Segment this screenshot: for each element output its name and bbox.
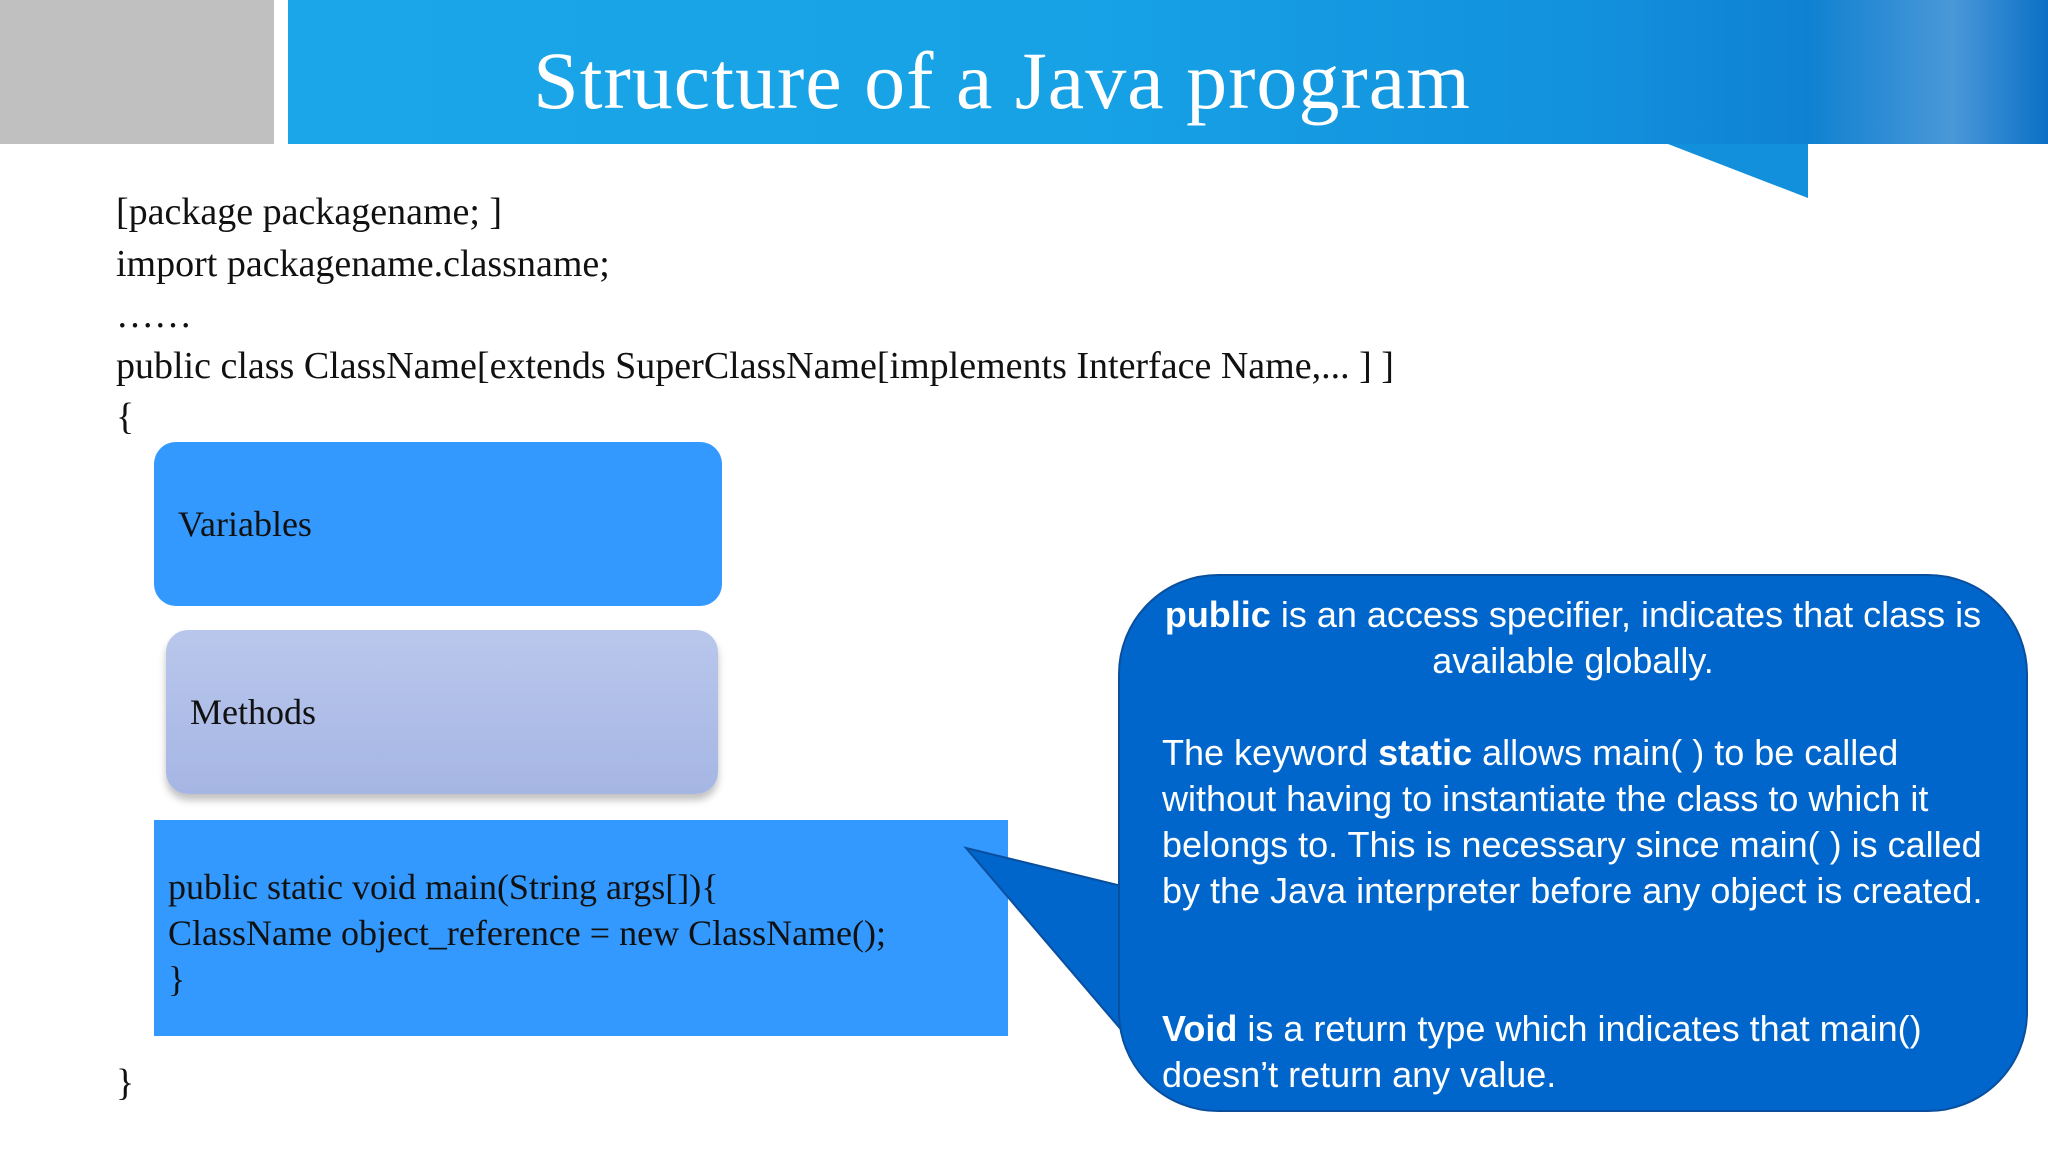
variables-box: Variables [154, 442, 722, 606]
title-banner [288, 0, 2048, 144]
keyword-static: static [1378, 732, 1473, 773]
keyword-void: Void [1162, 1008, 1238, 1049]
methods-box: Methods [166, 630, 718, 794]
slide-title: Structure of a Java program [533, 35, 1471, 126]
code-line-import: import packagename.classname; [116, 243, 610, 285]
methods-label: Methods [190, 692, 316, 732]
code-line-package: [package packagename; ] [116, 191, 503, 233]
main-line-close-brace: } [168, 959, 186, 999]
callout-public-text: is an access specifier, indicates that c… [1270, 594, 1982, 681]
main-method-box: public static void main(String args[]){ … [154, 820, 1008, 1036]
header-gray-block [0, 0, 274, 144]
code-line-ellipsis: …… [116, 294, 192, 336]
callout-public-paragraph: public is an access specifier, indicates… [1160, 592, 1986, 684]
main-line-signature: public static void main(String args[]){ [168, 867, 719, 907]
code-line-open-brace: { [116, 396, 135, 438]
variables-label: Variables [178, 504, 312, 544]
keyword-public: public [1164, 594, 1271, 635]
callout-static-prefix: The keyword [1162, 732, 1379, 773]
main-line-instantiation: ClassName object_reference = new ClassNa… [168, 913, 887, 953]
callout-static-paragraph: The keyword static allows main( ) to be … [1162, 730, 2002, 914]
callout-void-text: is a return type which indicates that ma… [1162, 1008, 1922, 1095]
explanation-callout: public is an access specifier, indicates… [1118, 574, 2028, 1112]
code-line-close-brace: } [116, 1062, 135, 1104]
code-line-class-declaration: public class ClassName[extends SuperClas… [116, 345, 1394, 387]
callout-static-text: allows main( ) to be called without havi… [1162, 732, 1983, 911]
callout-void-paragraph: Void is a return type which indicates th… [1162, 1006, 2002, 1098]
